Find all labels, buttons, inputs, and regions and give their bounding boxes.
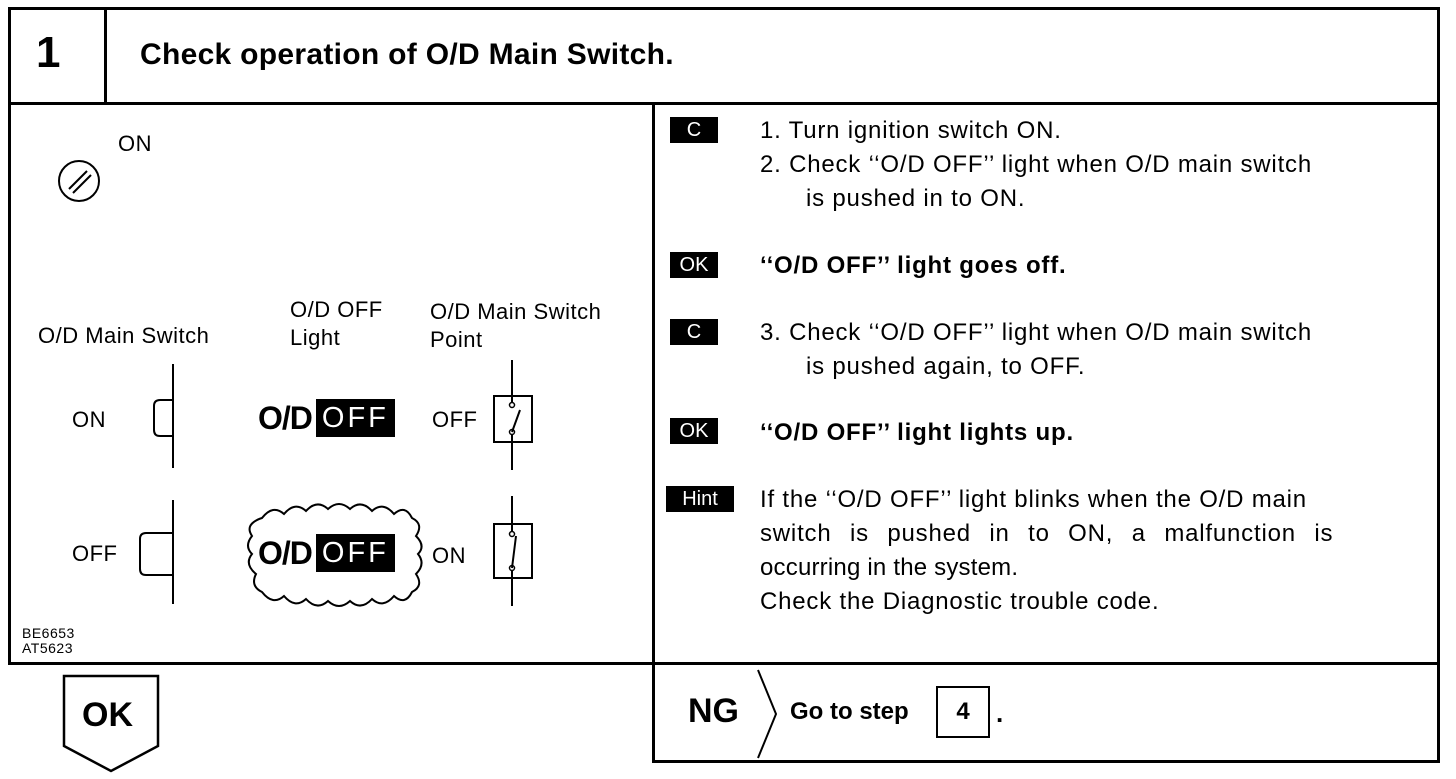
row1-state-label: ON bbox=[72, 407, 106, 432]
target-step-number: 4 bbox=[956, 698, 970, 725]
ignition-key-icon bbox=[56, 158, 102, 204]
ok-tag-2: OK bbox=[670, 418, 718, 444]
step1-text: 1. Turn ignition switch ON. bbox=[760, 117, 1062, 144]
center-divider bbox=[652, 102, 655, 763]
col-header-light-1: O/D OFF bbox=[290, 297, 383, 322]
figure-code-1: BE6653 bbox=[22, 625, 75, 641]
target-step-box[interactable]: 4 bbox=[936, 686, 990, 738]
step-title: Check operation of O/D Main Switch. bbox=[140, 38, 674, 71]
off-text: OFF bbox=[315, 534, 395, 572]
hint-text-3: occurring in the system. bbox=[760, 554, 1019, 581]
figure-code-2: AT5623 bbox=[22, 640, 73, 656]
ok-tag-1: OK bbox=[670, 252, 718, 278]
hint-tag: Hint bbox=[666, 486, 734, 512]
od-off-light-row2: O/D OFF bbox=[258, 534, 395, 572]
header-num-divider bbox=[104, 7, 107, 103]
ng-bottom-border bbox=[652, 760, 1440, 763]
switch-point-open-icon bbox=[490, 360, 536, 470]
ok-flow-label: OK bbox=[82, 696, 133, 734]
ok1-text: ‘‘O/D OFF’’ light goes off. bbox=[760, 252, 1067, 279]
left-border bbox=[8, 7, 11, 665]
col-header-point-2: Point bbox=[430, 327, 483, 352]
switch-point-closed-icon bbox=[490, 496, 536, 606]
go-to-step-text: Go to step bbox=[790, 698, 909, 725]
step2-text-2: is pushed in to ON. bbox=[806, 185, 1026, 212]
col-header-light-2: Light bbox=[290, 325, 341, 350]
hint-text-1: If the ‘‘O/D OFF’’ light blinks when the… bbox=[760, 486, 1307, 513]
step2-text-1: 2. Check ‘‘O/D OFF’’ light when O/D main… bbox=[760, 151, 1312, 178]
col-header-switch: O/D Main Switch bbox=[38, 323, 210, 348]
off-text: OFF bbox=[315, 399, 395, 437]
ignition-on-label: ON bbox=[118, 131, 152, 156]
od-text: O/D bbox=[258, 534, 313, 571]
header-divider bbox=[8, 102, 1440, 105]
hint-text-2: switch is pushed in to ON, a malfunction… bbox=[760, 520, 1334, 547]
step3-text-1: 3. Check ‘‘O/D OFF’’ light when O/D main… bbox=[760, 319, 1312, 346]
ok2-text: ‘‘O/D OFF’’ light lights up. bbox=[760, 419, 1074, 446]
row1-point-label: OFF bbox=[432, 407, 478, 432]
od-off-light-row1: O/D OFF bbox=[258, 399, 395, 437]
c-tag-2: C bbox=[670, 319, 718, 345]
ok-flow-box bbox=[62, 674, 160, 774]
right-border bbox=[1437, 7, 1440, 763]
top-border bbox=[8, 7, 1440, 10]
go-to-period: . bbox=[996, 698, 1004, 728]
row2-state-label: OFF bbox=[72, 541, 118, 566]
step3-text-2: is pushed again, to OFF. bbox=[806, 353, 1086, 380]
switch-off-icon bbox=[134, 500, 180, 604]
ng-label: NG bbox=[688, 692, 739, 730]
switch-on-icon bbox=[146, 364, 180, 468]
ng-chevron-icon bbox=[754, 668, 780, 760]
bottom-divider bbox=[8, 662, 1440, 665]
step-number: 1 bbox=[36, 28, 61, 77]
row2-point-label: ON bbox=[432, 543, 466, 568]
od-text: O/D bbox=[258, 399, 313, 436]
c-tag-1: C bbox=[670, 117, 718, 143]
hint-text-4: Check the Diagnostic trouble code. bbox=[760, 588, 1160, 615]
col-header-point-1: O/D Main Switch bbox=[430, 299, 602, 324]
